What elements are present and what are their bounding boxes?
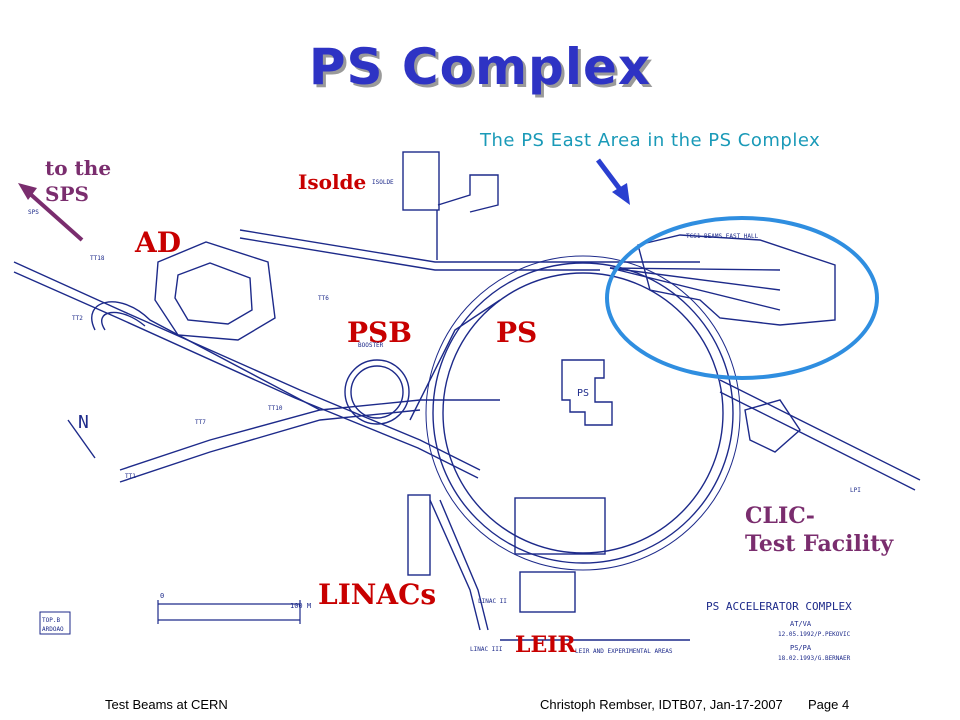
tt2-label: TT2	[72, 315, 83, 322]
scale-left-label: 0	[160, 592, 164, 600]
east-area-label: The PS East Area in the PS Complex	[480, 130, 821, 151]
psb-ring-inner	[350, 365, 404, 419]
east-beam-1	[609, 267, 781, 311]
ps-label: PS	[496, 316, 538, 349]
to-sps-label: to the SPS	[45, 156, 112, 206]
footer-page: Page 4	[808, 697, 850, 712]
sps-tag-label: SPS	[28, 209, 39, 216]
linac-line-1	[429, 499, 481, 631]
drawing-legend: PS ACCELERATOR COMPLEX AT/VA 12.05.1992/…	[706, 600, 852, 662]
linac-line-2	[439, 499, 489, 631]
stamp-bottom-text: ARDOAO	[42, 626, 64, 633]
tt2-line-1	[13, 261, 481, 471]
ps-ring-inner	[442, 272, 724, 554]
tt1-line	[119, 409, 421, 483]
linac3-label: LINAC III	[470, 646, 503, 653]
ps-ring-tunnel	[425, 255, 741, 571]
leir-tag-label: LEIR AND EXPERIMENTAL AREAS	[575, 648, 673, 655]
ad-building	[154, 241, 276, 341]
legend-line4: 18.02.1993/G.BERNAER	[778, 655, 851, 662]
clic-building	[744, 399, 801, 453]
east-hall-label: TCS1 BEAMS EAST HALL	[686, 233, 759, 240]
drawing-stamp: TOP.B ARDOAO	[39, 611, 71, 635]
lpi-label: LPI	[850, 487, 861, 494]
north-arrow: N	[67, 412, 96, 459]
legend-line1: AT/VA	[790, 620, 812, 628]
isolde-transfer-line	[239, 229, 700, 263]
footer-left: Test Beams at CERN	[105, 697, 228, 712]
booster-label: BOOSTER	[358, 342, 384, 349]
tt12-loop-inner	[101, 311, 146, 331]
tt1-label: TT1	[125, 473, 136, 480]
linacs-label: LINACs	[318, 578, 437, 611]
legend-line3: PS/PA	[790, 644, 812, 652]
scale-right-label: 100 M	[290, 602, 311, 610]
tt7-label: TT7	[195, 419, 206, 426]
slide-title: PS Complex	[308, 38, 652, 96]
east-area-pointer-arrow	[596, 158, 630, 205]
to-sps-arrow	[18, 183, 84, 242]
psb-ps-line	[409, 299, 501, 421]
linac3-building	[519, 571, 576, 613]
isolde-tag-label: ISOLDE	[372, 179, 394, 186]
linac2-building	[407, 494, 431, 576]
east-beam-3	[609, 267, 781, 271]
stamp-top-text: TOP.B	[42, 617, 60, 624]
tt10-label: TT10	[268, 405, 283, 412]
psb-ring-outer	[344, 359, 410, 425]
ad-ring	[174, 262, 253, 325]
isolde-transfer-line-2	[239, 237, 600, 271]
ps-ring-outer	[432, 262, 734, 564]
ps-center-building	[561, 359, 613, 426]
leir-label: LEIR	[515, 632, 576, 658]
east-hall-building	[637, 234, 836, 326]
clic-label: CLIC- Test Facility	[745, 503, 894, 557]
tt12-loop	[91, 301, 321, 411]
linac2-label: LINAC II	[478, 598, 507, 605]
isolde-hall	[437, 174, 499, 213]
tt18-label: TT18	[90, 255, 105, 262]
lpi-line-1	[719, 379, 921, 481]
isolde-building	[402, 151, 440, 211]
isolde-label: Isolde	[298, 170, 367, 194]
north-label: N	[78, 412, 89, 433]
leir-building	[514, 497, 606, 555]
legend-line2: 12.05.1992/P.PEKOVIC	[778, 631, 851, 638]
ad-label: AD	[135, 226, 182, 259]
footer-center: Christoph Rembser, IDTB07, Jan-17-2007	[540, 697, 783, 712]
east-beam-2	[609, 267, 781, 291]
psb-label: PSB	[347, 316, 412, 349]
east-area-highlight	[605, 216, 879, 380]
tt6-label: TT6	[318, 295, 329, 302]
scale-bar: 0 100 M	[157, 592, 311, 624]
lpi-line-2	[719, 391, 916, 491]
legend-title: PS ACCELERATOR COMPLEX	[706, 600, 852, 613]
ps-center-label: PS	[577, 388, 589, 399]
tt2-line-2	[13, 271, 479, 479]
